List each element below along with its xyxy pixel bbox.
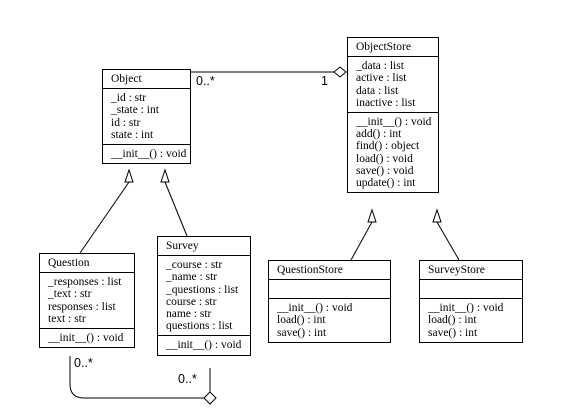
- class-questionstore-name: QuestionStore: [269, 261, 390, 281]
- attribute: _course : str: [166, 259, 223, 272]
- method: add() : int: [356, 128, 402, 141]
- multiplicity-object-end: 0..*: [196, 74, 215, 88]
- method: save() : int: [277, 326, 327, 339]
- class-object-methods: __init__() : void: [103, 145, 190, 163]
- aggregation-line-question-survey: [69, 356, 204, 399]
- attribute: course : str: [166, 295, 217, 308]
- attribute: _text : str: [48, 288, 92, 301]
- class-surveystore: SurveyStore __init__() : void load() : i…: [419, 260, 523, 343]
- method: save() : int: [428, 326, 478, 339]
- inheritance-line-survey-object: [164, 181, 188, 237]
- attribute: _id : str: [111, 92, 147, 105]
- class-questionstore-attributes: [269, 280, 390, 300]
- inheritance-line-question-object: [79, 181, 130, 254]
- attribute: state : int: [111, 128, 154, 141]
- class-object-name: Object: [103, 70, 190, 90]
- class-object: Object _id : str _state : int id : str s…: [102, 69, 191, 165]
- class-object-attributes: _id : str _state : int id : str state : …: [103, 89, 190, 146]
- class-survey-name: Survey: [158, 237, 250, 257]
- class-question-name: Question: [40, 254, 134, 274]
- attribute: _responses : list: [48, 276, 122, 289]
- method: __init__() : void: [356, 116, 432, 129]
- class-questionstore-methods: __init__() : void load() : int save() : …: [269, 299, 390, 342]
- method: __init__() : void: [111, 148, 187, 161]
- attribute: id : str: [111, 116, 141, 129]
- class-surveystore-attributes: [420, 280, 522, 300]
- class-question: Question _responses : list _text : str r…: [39, 253, 135, 349]
- attribute: text : str: [48, 312, 86, 325]
- attribute: questions : list: [166, 320, 233, 333]
- class-surveystore-name: SurveyStore: [420, 261, 522, 281]
- class-survey: Survey _course : str _name : str _questi…: [157, 236, 251, 356]
- method: load() : void: [356, 152, 413, 165]
- class-surveystore-methods: __init__() : void load() : int save() : …: [420, 299, 522, 342]
- method: __init__() : void: [428, 302, 504, 315]
- method: find() : object: [356, 140, 420, 153]
- method: load() : int: [277, 314, 326, 327]
- method: __init__() : void: [48, 332, 124, 345]
- attribute: inactive : list: [356, 96, 416, 109]
- inheritance-line-questionstore-objectstore: [350, 221, 373, 261]
- inheritance-arrow-questionstore: [367, 208, 377, 223]
- method: update() : int: [356, 177, 416, 190]
- attribute: responses : list: [48, 300, 116, 313]
- attribute: name : str: [166, 308, 212, 321]
- method: __init__() : void: [166, 339, 242, 352]
- method: load() : int: [428, 314, 477, 327]
- inheritance-line-surveystore-objectstore: [436, 221, 460, 261]
- class-question-attributes: _responses : list _text : str responses …: [40, 273, 134, 330]
- class-survey-attributes: _course : str _name : str _questions : l…: [158, 256, 250, 337]
- class-question-methods: __init__() : void: [40, 329, 134, 347]
- attribute: data : list: [356, 84, 399, 97]
- attribute: _questions : list: [166, 283, 239, 296]
- inheritance-arrow-surveystore: [432, 208, 442, 223]
- class-objectstore: ObjectStore _data : list active : list d…: [347, 37, 439, 194]
- class-survey-methods: __init__() : void: [158, 336, 250, 354]
- inheritance-arrow-question: [124, 168, 134, 183]
- aggregation-diamond-survey: [203, 391, 217, 405]
- method: save() : void: [356, 164, 414, 177]
- class-questionstore: QuestionStore __init__() : void load() :…: [268, 260, 391, 343]
- attribute: _name : str: [166, 271, 218, 284]
- multiplicity-question-end: 0..*: [74, 356, 93, 370]
- multiplicity-objectstore-end: 1: [321, 74, 328, 88]
- attribute: _state : int: [111, 104, 159, 117]
- class-objectstore-methods: __init__() : void add() : int find() : o…: [348, 113, 438, 192]
- inheritance-arrow-survey: [160, 168, 170, 183]
- attribute: active : list: [356, 72, 407, 85]
- attribute: _data : list: [356, 60, 404, 73]
- class-objectstore-attributes: _data : list active : list data : list i…: [348, 57, 438, 114]
- class-objectstore-name: ObjectStore: [348, 38, 438, 58]
- method: __init__() : void: [277, 302, 353, 315]
- multiplicity-survey-end: 0..*: [178, 372, 197, 386]
- aggregation-diamond-objectstore: [333, 66, 347, 78]
